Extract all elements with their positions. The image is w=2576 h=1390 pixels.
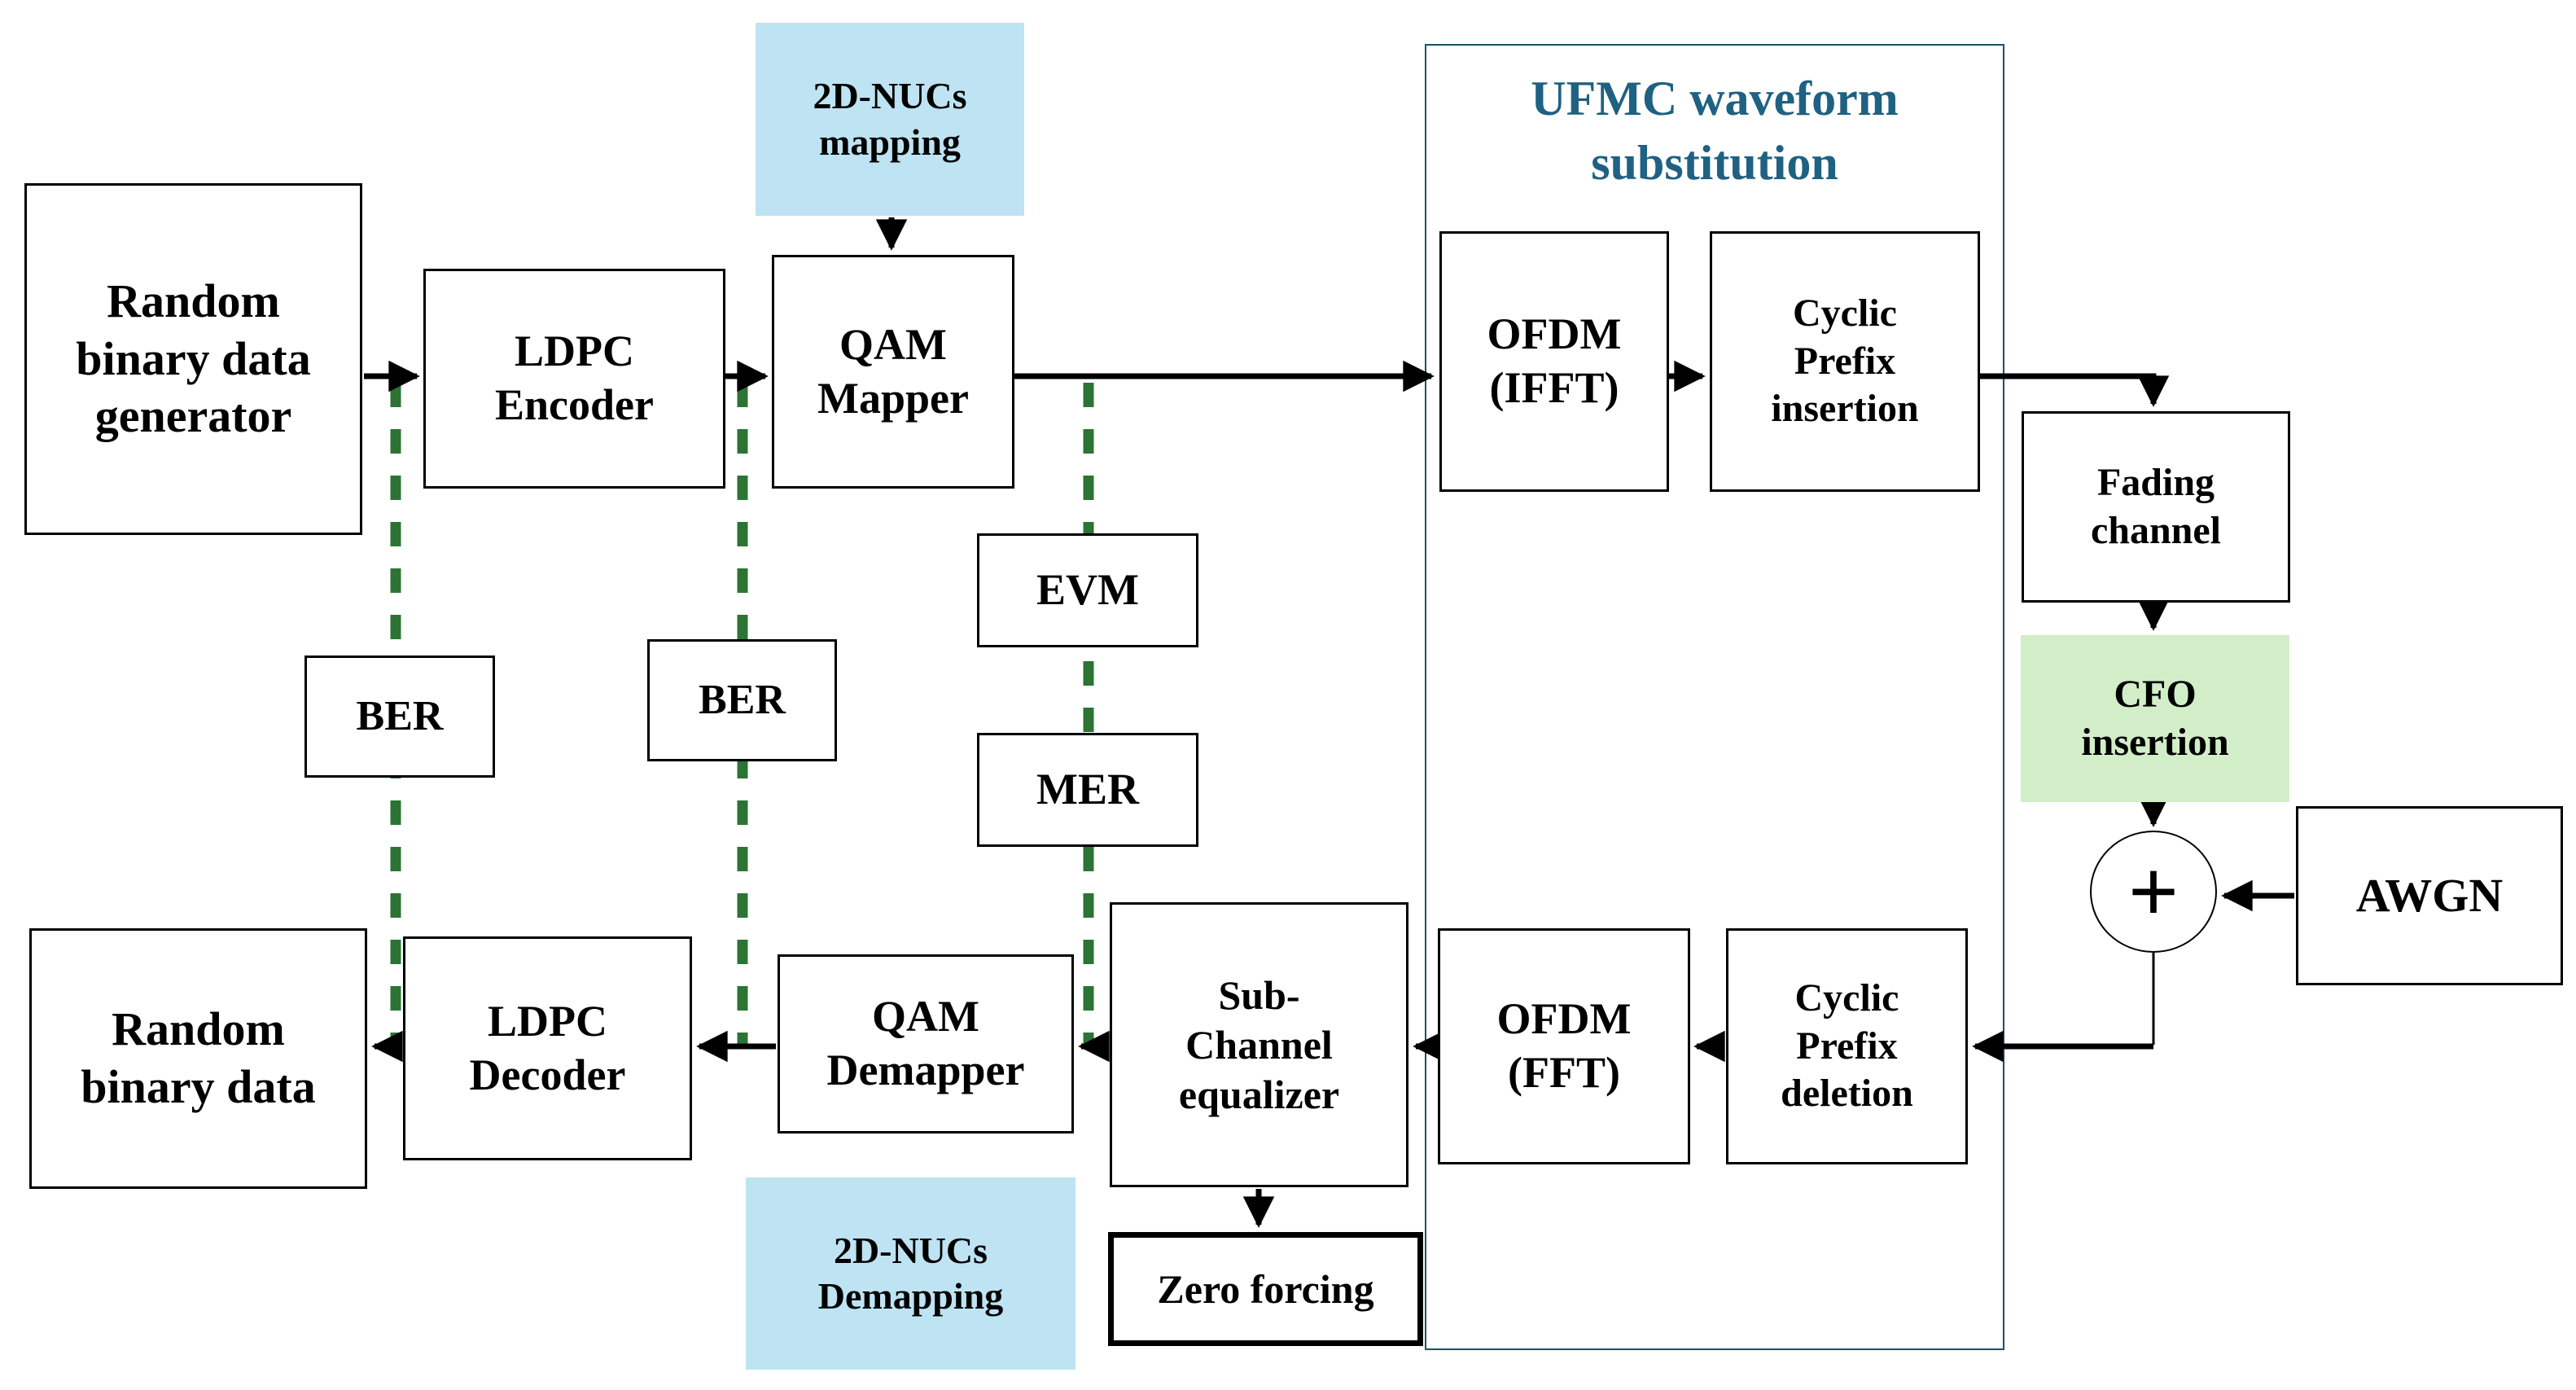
box-zero-forcing: Zero forcing	[1108, 1232, 1423, 1346]
box-2d-nucs-mapping: 2D-NUCs mapping	[756, 23, 1024, 216]
box-cyclic-prefix-deletion: Cyclic Prefix deletion	[1726, 928, 1968, 1164]
box-ber-left: BER	[304, 656, 495, 778]
box-qam-demapper: QAM Demapper	[778, 954, 1074, 1133]
box-qam-mapper: QAM Mapper	[772, 255, 1014, 489]
adder-node: +	[2090, 831, 2217, 953]
box-ldpc-decoder: LDPC Decoder	[403, 936, 692, 1160]
box-fading-channel: Fading channel	[2022, 411, 2290, 603]
box-awgn: AWGN	[2296, 806, 2563, 985]
box-ber-right: BER	[647, 639, 837, 761]
box-cfo-insertion: CFO insertion	[2021, 635, 2289, 802]
box-evm: EVM	[977, 533, 1198, 647]
box-subchannel-equalizer: Sub- Channel equalizer	[1110, 902, 1408, 1187]
box-random-binary-data: Random binary data	[29, 928, 367, 1189]
ufmc-group-frame: UFMC waveform substitution	[1425, 44, 2004, 1350]
box-2d-nucs-demapping: 2D-NUCs Demapping	[746, 1177, 1076, 1370]
box-ldpc-encoder: LDPC Encoder	[423, 269, 725, 489]
arrow-cp-insertion-to-fading-channel	[1980, 373, 2170, 407]
ufmc-group-title: UFMC waveform substitution	[1531, 72, 1899, 191]
box-ofdm-ifft: OFDM (IFFT)	[1439, 231, 1669, 492]
box-mer: MER	[977, 733, 1198, 847]
box-cyclic-prefix-insertion: Cyclic Prefix insertion	[1710, 231, 1980, 492]
box-random-binary-generator: Random binary data generator	[24, 183, 362, 535]
box-ofdm-fft: OFDM (FFT)	[1438, 928, 1690, 1164]
